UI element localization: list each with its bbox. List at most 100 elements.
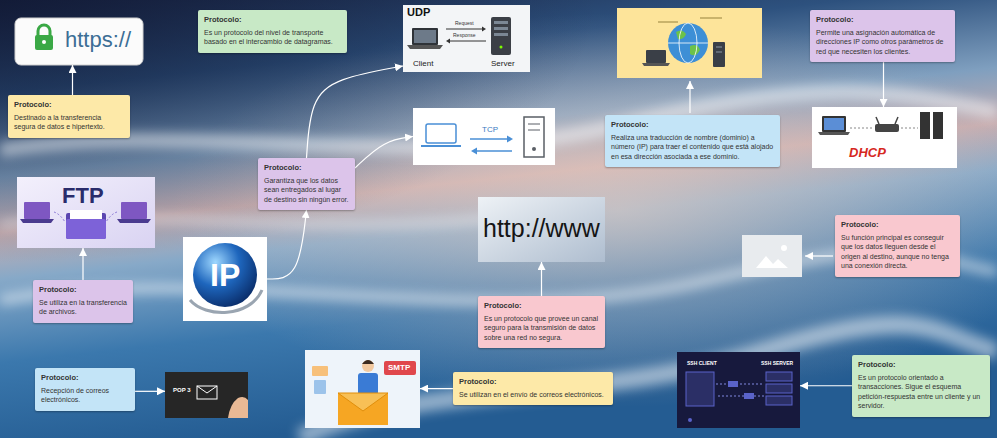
tcp-picture-part <box>524 117 544 157</box>
note-heading: Protocolo: <box>14 100 124 110</box>
smtp-picture <box>305 350 420 428</box>
sticky-note: Protocolo:Garantiza que los datos sean e… <box>258 158 355 210</box>
connector-arrow <box>541 262 542 296</box>
note-body: Permite una asignación automática de dir… <box>816 28 949 56</box>
connector-arrow <box>883 62 884 107</box>
connector-arrow <box>800 385 852 386</box>
smtp-picture-part <box>338 393 388 425</box>
ssh-picture-part <box>744 393 754 399</box>
dhcp-picture-part <box>933 112 943 139</box>
pop3-picture-part <box>197 386 217 399</box>
connector-arrow <box>355 137 413 169</box>
note-heading: Protocolo: <box>459 377 607 387</box>
sea-background-part-part <box>300 325 997 438</box>
udp-picture-part <box>446 39 450 44</box>
sticky-note: Protocolo:Es un protocolo orientado a tr… <box>852 355 990 417</box>
dhcp-picture-part <box>812 107 957 168</box>
tcp-picture <box>413 108 555 165</box>
tcp-picture-part <box>421 145 461 147</box>
note-body: Es un protocolo del nivel de transporte … <box>204 28 341 47</box>
udp-image: UDPClientServerRequestResponse <box>403 5 530 72</box>
note-body: Recepción de correos electrónicos. <box>41 386 129 405</box>
note-heading: Protocolo: <box>204 15 341 25</box>
http-image: http://www <box>478 197 605 262</box>
pop3-picture-part <box>197 386 217 393</box>
dns-picture-part <box>658 18 722 22</box>
https-picture-part <box>38 25 50 36</box>
http-picture <box>478 197 605 262</box>
note-heading: Protocolo: <box>484 301 599 311</box>
ssh-picture-part <box>688 418 692 422</box>
ssh-picture-part <box>677 352 800 428</box>
picture-label: UDP <box>407 7 430 18</box>
image-placeholder-part <box>756 256 788 268</box>
dhcp-picture-part <box>824 118 844 130</box>
smtp-image: SMTP <box>305 350 420 428</box>
note-body: Su función principal es conseguir que lo… <box>841 233 954 271</box>
leader-line-part <box>689 81 690 113</box>
dns-picture-part <box>668 43 708 44</box>
ip-picture-part <box>183 237 267 321</box>
smtp-picture-part <box>312 366 328 376</box>
dhcp-picture-part <box>875 124 899 132</box>
image-placeholder-part <box>781 245 787 251</box>
dhcp-image: DHCP <box>812 107 957 168</box>
dns-picture-part <box>642 63 670 66</box>
ip-picture <box>183 237 267 321</box>
tcp-image: TCP <box>413 108 555 165</box>
dhcp-picture-part <box>876 117 898 124</box>
picture-label: POP 3 <box>173 387 191 393</box>
pop3-picture-part <box>228 397 248 418</box>
ftp-picture-part <box>17 177 155 248</box>
udp-picture-part <box>446 29 482 30</box>
sticky-note: Protocolo:Su función principal es conseg… <box>835 215 960 277</box>
ssh-image: SSH CLIENTSSH SERVER <box>677 352 800 428</box>
ftp-image: FTP <box>17 177 155 248</box>
connector-arrow <box>267 210 307 279</box>
smtp-picture-part <box>358 373 378 395</box>
picture-label: SMTP <box>388 364 410 372</box>
ssh-picture <box>677 352 800 428</box>
ssh-picture-part <box>766 384 792 393</box>
https-picture <box>15 18 143 65</box>
note-body: Garantiza que los datos sean entregados … <box>264 176 349 204</box>
connector-arrow <box>135 391 165 392</box>
note-heading: Protocolo: <box>816 15 949 25</box>
udp-picture-part <box>491 17 511 55</box>
note-body: Destinado a la transferencia segura de d… <box>14 113 124 132</box>
ftp-picture <box>17 177 155 248</box>
picture-label: Request <box>455 21 474 26</box>
udp-picture-part <box>450 41 486 42</box>
picture-label: https:// <box>65 29 131 51</box>
sticky-note: Protocolo: Es un protocolo del nivel de t… <box>198 10 347 53</box>
picture-label: DHCP <box>849 146 886 159</box>
udp-picture-part <box>414 30 436 43</box>
tcp-picture-part <box>532 147 536 151</box>
dhcp-picture-part <box>818 132 850 135</box>
sticky-note: Protocolo:Es un protocolo que provee un … <box>478 296 605 348</box>
picture-label: Client <box>413 60 433 68</box>
note-body: Se utilizan en el envío de correos elect… <box>459 390 607 399</box>
udp-picture-part <box>403 5 530 72</box>
sticky-note: Protocolo: Permite una asignación automát… <box>810 10 955 62</box>
note-heading: Protocolo: <box>858 360 984 370</box>
smtp-picture-part <box>338 393 388 411</box>
udp-picture-part <box>494 27 508 30</box>
leader-line <box>690 81 691 113</box>
https-picture-part <box>35 35 53 50</box>
smtp-picture-part <box>305 350 420 428</box>
pop3-picture-part <box>165 372 248 418</box>
sticky-note: Protocolo: Se utilizan en el envío de cor… <box>453 372 613 405</box>
ftp-picture-part <box>117 219 151 223</box>
ssh-picture-part <box>686 372 714 406</box>
connector-arrow <box>72 65 73 95</box>
connector-arrow <box>82 248 83 280</box>
picture-label: SSH SERVER <box>761 361 793 366</box>
ftp-picture-part <box>20 219 54 223</box>
dhcp-picture-part <box>850 128 918 129</box>
image-placeholder-part <box>742 235 802 277</box>
